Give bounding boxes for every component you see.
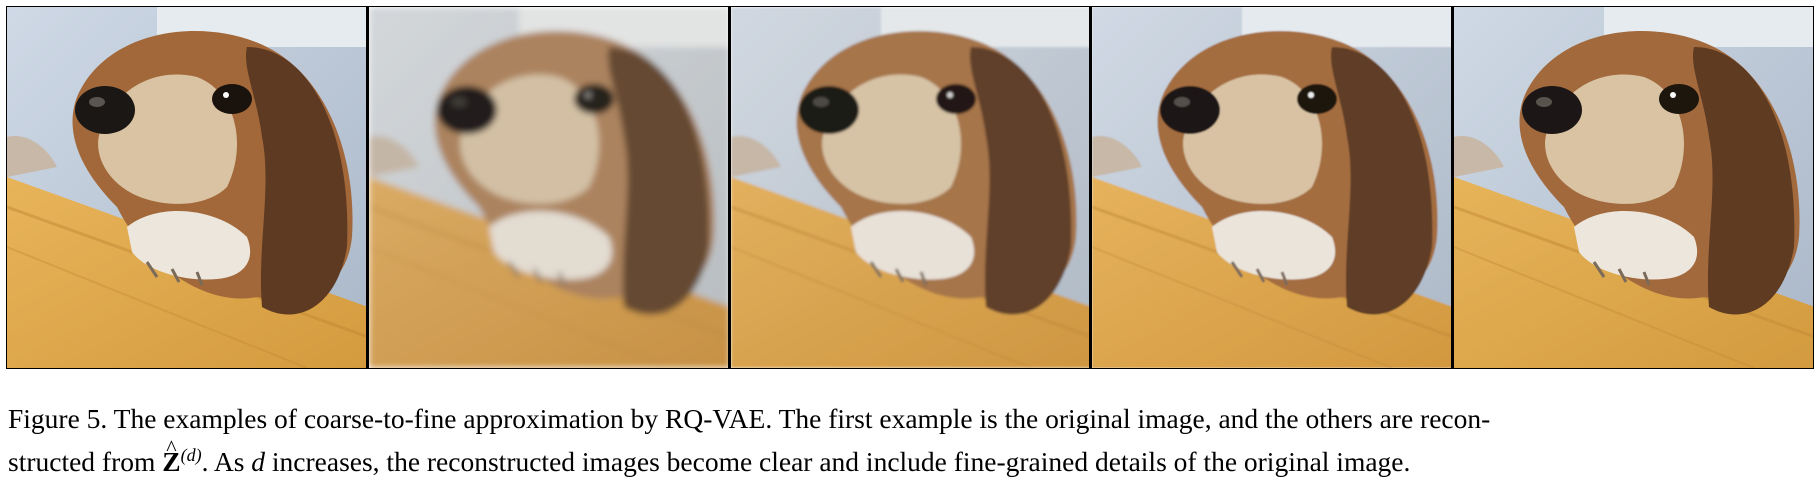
caption-line-1: Figure 5. The examples of coarse-to-fine… bbox=[8, 403, 1491, 434]
figure-caption: Figure 5. The examples of coarse-to-fine… bbox=[8, 400, 1812, 480]
hat-accent: ^ bbox=[166, 435, 177, 461]
z-letter: Z bbox=[162, 446, 181, 478]
z-hat-symbol: ^Z bbox=[162, 435, 181, 480]
caption-line-2a: structed from bbox=[8, 446, 163, 478]
caption-line-2c: increases, the reconstructed images beco… bbox=[265, 446, 1411, 478]
panel-reconstruction-1 bbox=[366, 6, 729, 369]
caption-line-2b: . As bbox=[201, 446, 252, 478]
panel-reconstruction-3 bbox=[1090, 6, 1453, 369]
panel-original-image bbox=[6, 6, 367, 369]
superscript-d: (d) bbox=[180, 445, 202, 465]
figure-image-strip bbox=[6, 6, 1814, 369]
panel-reconstruction-2 bbox=[728, 6, 1091, 369]
panel-reconstruction-4 bbox=[1452, 6, 1814, 369]
d-variable: d bbox=[251, 446, 266, 478]
